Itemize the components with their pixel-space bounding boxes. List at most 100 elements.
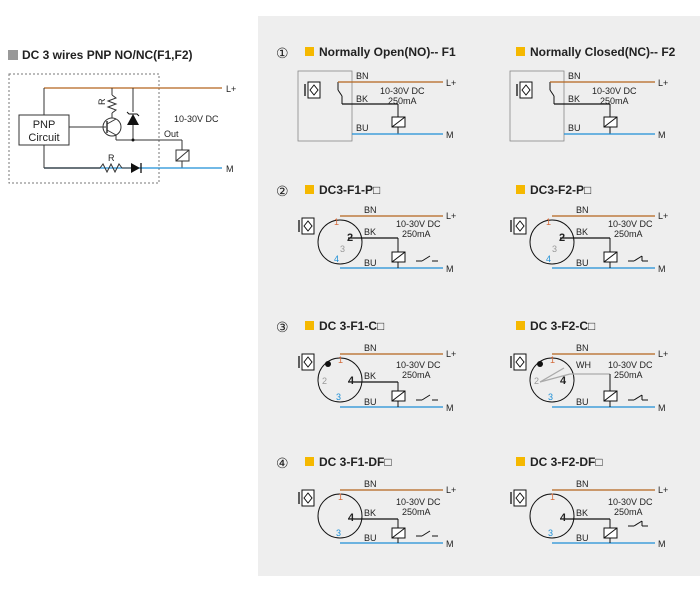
bk-label: BK [568, 94, 580, 104]
current-label: 250mA [402, 229, 431, 239]
wiring-diagrams: ① Normally Open(NO)-- F1 Normally Closed… [276, 45, 676, 549]
m-label: M [658, 264, 666, 274]
pin3-label: 3 [336, 392, 341, 402]
lplus-label: L+ [446, 349, 456, 359]
bu-label: BU [364, 258, 377, 268]
section1-left-title: Normally Open(NO)-- F1 [319, 45, 456, 59]
current-label: 250mA [600, 96, 629, 106]
bu-label: BU [576, 533, 589, 543]
section4-left-title: DC 3-F1-DF□ [319, 455, 392, 469]
section4-left-bullet-icon [305, 457, 314, 466]
section1-left-bullet-icon [305, 47, 314, 56]
lplus-label: L+ [446, 485, 456, 495]
zener-diode-icon [127, 114, 139, 125]
section2-left-title: DC3-F1-P□ [319, 183, 380, 197]
left-title: DC 3 wires PNP NO/NC(F1,F2) [8, 48, 192, 62]
pnp-label: PNP [33, 119, 56, 131]
lplus-label: L+ [446, 78, 456, 88]
pin2-label: 2 [534, 376, 539, 386]
pin1-label: 1 [550, 355, 555, 365]
r-label: R [97, 98, 107, 105]
section1-right-title: Normally Closed(NC)-- F2 [530, 45, 676, 59]
pnp-circuit-box [18, 114, 70, 146]
voltage-label: 10-30V DC [174, 114, 219, 124]
bn-label: BN [364, 205, 377, 215]
pin2-label: 2 [322, 376, 327, 386]
bu-label: BU [364, 397, 377, 407]
voltage-label: 10-30V DC [396, 219, 441, 229]
bn-label: BN [364, 343, 377, 353]
relay-icon [391, 116, 406, 128]
bu-label: BU [576, 258, 589, 268]
section4-right-bullet-icon [516, 457, 525, 466]
section2-right-title: DC3-F2-P□ [530, 183, 591, 197]
connector-f2-c: 1 2 4 3 BN WH BU 10-30V DC 250mA L+ M [510, 343, 668, 413]
section4-right-title: DC 3-F2-DF□ [530, 455, 603, 469]
pin2-label: 2 [559, 232, 565, 244]
voltage-label: 10-30V DC [608, 497, 653, 507]
m-label: M [446, 539, 454, 549]
bn-label: BN [576, 479, 589, 489]
m-label: M [446, 130, 454, 140]
bu-label: BU [576, 397, 589, 407]
pin4-label: 4 [560, 512, 567, 524]
lplus-label: L+ [658, 211, 668, 221]
section4-number: ④ [276, 455, 289, 471]
bn-label: BN [364, 479, 377, 489]
m-label: M [658, 130, 666, 140]
pin4-label: 4 [334, 254, 339, 264]
bk-label: BK [364, 227, 376, 237]
circuit-dashed-box [8, 73, 160, 184]
lplus-label: L+ [658, 485, 668, 495]
diode-icon [131, 163, 140, 173]
current-label: 250mA [402, 370, 431, 380]
bn-label: BN [576, 343, 589, 353]
bu-label: BU [364, 533, 377, 543]
transistor-collector [106, 118, 117, 125]
section3-left-title: DC 3-F1-C□ [319, 319, 384, 333]
pin2-label: 2 [347, 232, 353, 244]
m-label: M [226, 164, 234, 174]
lplus-label: L+ [658, 349, 668, 359]
lplus-label: L+ [226, 84, 236, 94]
sensor-icon [516, 81, 533, 99]
pin3-label: 3 [340, 244, 345, 254]
section1-number: ① [276, 45, 289, 61]
bk-label: BK [356, 94, 368, 104]
bk-label: BK [576, 508, 588, 518]
current-label: 250mA [614, 507, 643, 517]
diagram-f2-nc: BN BK BU 10-30V DC 250mA L+ M [509, 70, 668, 142]
current-label: 250mA [388, 96, 417, 106]
zener-bar [126, 111, 140, 117]
circuit-label: Circuit [28, 132, 59, 144]
resistor-r-vertical [106, 94, 118, 114]
pin3-label: 3 [548, 528, 553, 538]
section2-right-bullet-icon [516, 185, 525, 194]
pin1-label: 1 [334, 217, 339, 227]
pin4-label: 4 [560, 375, 567, 387]
voltage-label: 10-30V DC [396, 497, 441, 507]
connector-f1-p: 1 2 3 4 BN BK BU 10-30V DC 250mA L+ M [298, 205, 456, 274]
voltage-label: 10-30V DC [592, 86, 637, 96]
current-label: 250mA [614, 229, 643, 239]
pin3-label: 3 [336, 528, 341, 538]
pin4-label: 4 [348, 512, 355, 524]
pin3-label: 3 [552, 244, 557, 254]
voltage-label: 10-30V DC [396, 360, 441, 370]
bk-label: BK [364, 508, 376, 518]
bk-label: BK [576, 227, 588, 237]
lplus-label: L+ [446, 211, 456, 221]
transistor-emitter [106, 129, 117, 136]
wiring-panel [258, 16, 700, 576]
pin3-label: 3 [548, 392, 553, 402]
current-label: 250mA [614, 370, 643, 380]
section3-right-bullet-icon [516, 321, 525, 330]
m-label: M [658, 403, 666, 413]
junction-dot [131, 138, 135, 142]
pin4-label: 4 [348, 375, 355, 387]
pin1-label: 1 [338, 355, 343, 365]
r2-label: R [108, 153, 115, 163]
voltage-label: 10-30V DC [608, 360, 653, 370]
relay-icon [603, 116, 618, 128]
left-title-text: DC 3 wires PNP NO/NC(F1,F2) [22, 48, 193, 62]
